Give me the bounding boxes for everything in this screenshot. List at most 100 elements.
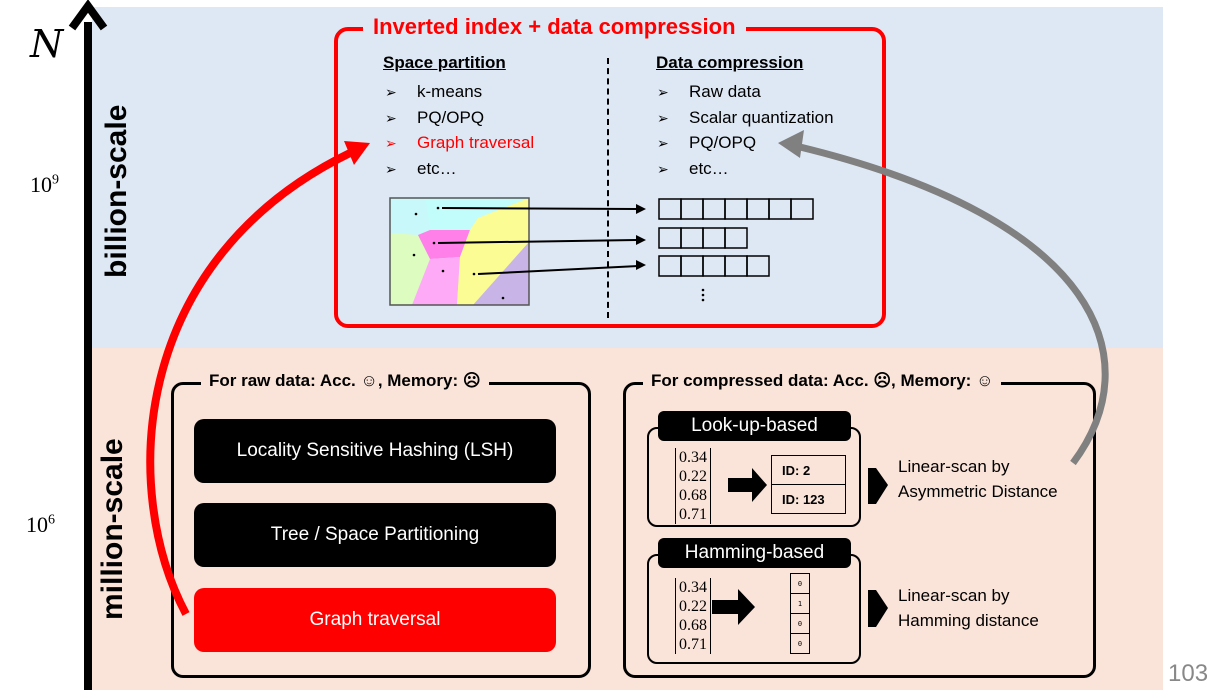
centroid-dot [472,272,476,276]
block-arrow-icon [712,589,755,625]
raw-data-title: For raw data: Acc. ☺, Memory: ☹ [201,371,489,391]
centroid-dot [501,296,505,300]
space-partition-list: ➢ k-means ➢ PQ/OPQ ➢ Graph traversal ➢ etc… [385,79,534,181]
list-item: ➢etc… [657,156,834,182]
arrow-bullet-icon: ➢ [657,160,669,177]
bit-cell: 0 [790,633,810,654]
list-item: ➢ etc… [385,156,534,182]
list-item-text: Raw data [689,82,761,101]
centroid-dot [436,206,440,210]
chevron-arrow-icon [868,468,888,504]
axis-arrowhead [68,0,108,31]
n-axis-line [84,22,92,690]
arrowhead-icon [636,204,646,214]
arrowhead-icon [636,235,646,245]
arrow-bullet-icon: ➢ [657,135,669,151]
tick-exponent: 6 [48,512,55,528]
query-vector: 0.34 0.22 0.68 0.71 [675,578,711,654]
list-item-text: k-means [417,82,483,101]
vector-value: 0.22 [679,598,707,615]
posting-list-cell [724,227,748,249]
page-number: 103 [1168,660,1209,687]
lookup-based-title: Look-up-based [658,411,851,441]
voronoi-cell [390,233,430,305]
posting-arrow [477,265,639,275]
block-arrow-icon [728,468,767,502]
posting-lists [658,198,814,277]
red-arrowhead-icon [344,141,370,165]
list-item: ➢ PQ/OPQ [657,130,834,156]
vector-value: 0.68 [679,487,707,504]
vector-value: 0.71 [679,506,707,523]
tick-exponent: 9 [52,172,59,188]
space-partition-heading: Space partition [383,53,506,72]
voronoi-frame [389,197,530,306]
voronoi-cell [390,198,430,235]
chevron-arrow-icon [868,590,888,627]
method-lsh[interactable]: Locality Sensitive Hashing (LSH) [194,419,556,483]
lookup-scan-description: Linear-scan by Asymmetric Distance [898,454,1058,504]
list-item-highlighted: ➢ Graph traversal [385,130,534,156]
centroid-dot [414,212,418,216]
list-item-text: Graph traversal [417,133,535,152]
vector-value: 0.71 [679,636,707,653]
code-id-cell: ID: 123 [771,484,846,514]
list-item-text: PQ/OPQ [689,133,757,152]
list-item-text: etc… [417,158,457,178]
gray-curved-arrow [799,143,1109,466]
voronoi-cell [418,230,470,259]
vector-value: 0.22 [679,468,707,485]
voronoi-cell [412,257,460,305]
arrow-bullet-icon: ➢ [657,109,669,126]
arrow-bullet-icon: ➢ [385,160,397,177]
vector-value: 0.34 [679,579,707,596]
arrow-bullet-icon: ➢ [385,84,397,100]
arrow-bullet-icon: ➢ [385,109,397,126]
tick-base: 10 [26,512,48,537]
voronoi-cell [457,198,529,305]
billion-scale-region [92,7,1163,348]
posting-list-cell [746,255,770,277]
data-compression-heading: Data compression [656,53,804,72]
tick-10-6: 106 [26,512,55,538]
posting-arrows [437,204,646,275]
compressed-data-title: For compressed data: Acc. ☹, Memory: ☺ [643,371,1002,391]
arrowhead-icon [636,260,646,270]
list-item: ➢ Raw data [657,79,834,105]
scan-line: Hamming distance [898,611,1039,630]
divider-dashed [607,58,609,318]
arrow-bullet-icon: ➢ [657,84,669,100]
list-item: ➢ Scalar quantization [657,105,834,131]
inverted-index-title: Inverted index + data compression [363,14,746,40]
list-item-text: PQ/OPQ [417,107,485,127]
axis-label-n: N [30,22,64,66]
posting-list-cell [790,198,814,220]
vector-value: 0.34 [679,449,707,466]
list-item-text: Scalar quantization [689,107,834,127]
ellipsis-dot [701,298,705,302]
gray-arrowhead-icon [778,130,804,158]
vector-value: 0.68 [679,617,707,634]
posting-arrow [437,239,639,244]
centroid-dot [441,269,445,273]
scan-line: Asymmetric Distance [898,482,1058,501]
hamming-based-title: Hamming-based [658,538,851,568]
ellipsis-dot [701,288,705,292]
hamming-scan-description: Linear-scan by Hamming distance [898,583,1039,633]
arrow-bullet-icon: ➢ [385,135,397,151]
scan-line: Linear-scan by [898,586,1010,605]
centroid-dot [412,253,416,257]
tick-10-9: 109 [30,172,59,198]
method-graph-traversal[interactable]: Graph traversal [194,588,556,652]
list-item: ➢ k-means [385,79,534,105]
data-compression-list: ➢ Raw data ➢ Scalar quantization ➢ PQ/OPQ ➢… [657,79,834,181]
voronoi-cell [425,198,529,230]
query-vector: 0.34 0.22 0.68 0.71 [675,448,711,524]
tick-base: 10 [30,172,52,197]
posting-ellipsis [701,288,705,302]
method-tree-space-partitioning[interactable]: Tree / Space Partitioning [194,503,556,567]
posting-arrow [441,207,639,210]
